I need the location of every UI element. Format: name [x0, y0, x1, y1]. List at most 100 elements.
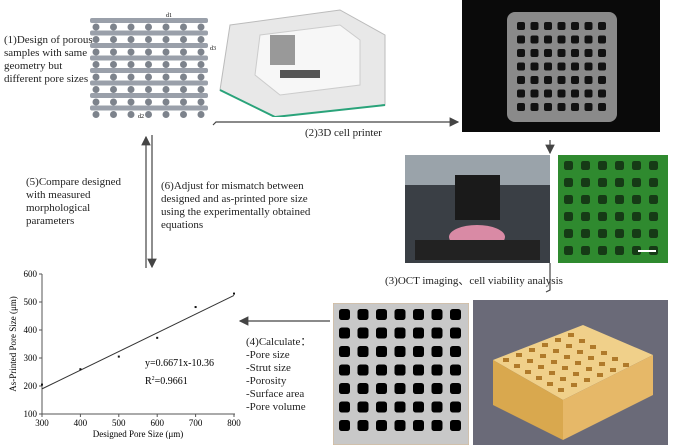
strut-end — [127, 61, 135, 68]
strut — [90, 93, 208, 98]
strut — [90, 68, 208, 73]
equation-label: y=0.6671x-10.36 — [145, 358, 214, 369]
pore — [601, 351, 607, 355]
fit-line — [41, 295, 235, 390]
pore — [564, 246, 573, 255]
r2-label: R2=0.9661 — [145, 376, 188, 387]
x-tick-label: 500 — [112, 418, 126, 428]
pore — [588, 356, 594, 360]
pore — [549, 371, 555, 375]
strut-end — [127, 48, 135, 56]
pore — [525, 370, 531, 374]
pore — [557, 62, 566, 71]
strut-end — [162, 61, 170, 68]
pore — [557, 35, 566, 44]
pore — [517, 35, 525, 44]
pore — [431, 364, 443, 376]
x-axis-title: Designed Pore Size (μm) — [93, 429, 184, 439]
pore — [598, 195, 607, 204]
pore — [540, 354, 546, 358]
pore — [536, 376, 542, 380]
y-tick-label: 200 — [24, 381, 38, 391]
pore — [376, 346, 387, 357]
y-tick-label: 500 — [24, 297, 38, 307]
arrow-oct-to-analysis — [545, 263, 551, 293]
pore — [530, 35, 539, 44]
d2-label: d2 — [138, 114, 144, 120]
strut-end — [180, 61, 187, 68]
pore — [598, 178, 607, 187]
printed-scaffold-photo — [462, 0, 660, 132]
strut-end — [110, 86, 117, 93]
x-tick-label: 800 — [227, 418, 241, 428]
pore — [516, 353, 522, 357]
pore — [357, 383, 369, 394]
pore — [530, 103, 539, 111]
pore — [649, 161, 658, 170]
pore — [413, 346, 424, 357]
pore — [450, 346, 461, 357]
strut-end — [197, 23, 205, 31]
pore — [564, 161, 573, 170]
pore — [413, 327, 424, 339]
pore — [557, 76, 566, 84]
pore — [413, 383, 424, 394]
pore — [514, 364, 520, 368]
strut-end — [110, 61, 117, 68]
pore — [357, 364, 369, 376]
pore — [584, 49, 593, 57]
pore — [598, 76, 606, 84]
y-tick-label: 400 — [24, 325, 38, 335]
pore — [544, 35, 552, 44]
pore — [557, 49, 566, 57]
pore — [575, 361, 581, 365]
strut — [90, 105, 208, 111]
pore — [431, 401, 443, 413]
pore — [544, 62, 552, 71]
pore — [413, 420, 424, 431]
strut — [90, 80, 208, 86]
pore — [431, 327, 443, 339]
data-point — [41, 383, 43, 386]
pore — [450, 327, 461, 339]
strut-end — [92, 48, 100, 56]
pore — [357, 401, 369, 413]
pore — [413, 309, 424, 320]
strut — [90, 30, 208, 36]
strut-end — [145, 111, 152, 118]
strut-end — [145, 86, 152, 93]
cell-viability-fluorescence-image — [558, 155, 668, 263]
pore — [339, 327, 350, 339]
strut-end — [197, 48, 205, 56]
x-tick-label: 700 — [189, 418, 203, 428]
strut — [90, 43, 208, 48]
pore — [590, 345, 596, 349]
pore — [547, 382, 553, 386]
3d-cell-printer-image — [219, 9, 386, 117]
strut-end — [92, 111, 100, 118]
pore — [530, 49, 539, 57]
pore — [581, 178, 590, 187]
pore — [557, 103, 566, 111]
strut-end — [180, 98, 187, 106]
strut-end — [127, 86, 135, 93]
pore — [450, 309, 461, 320]
oct-binarized-slice — [333, 303, 469, 445]
oct-3d-reconstruction — [473, 300, 668, 445]
pore — [544, 22, 552, 30]
pore — [339, 401, 350, 413]
strut-end — [110, 23, 117, 31]
pore — [394, 346, 406, 357]
pore — [597, 373, 603, 377]
strut-end — [162, 48, 170, 56]
pore — [584, 22, 593, 30]
strut-end — [180, 73, 187, 81]
strut-end — [145, 98, 152, 106]
pore — [529, 348, 535, 352]
pore — [610, 368, 616, 372]
strut-end — [197, 111, 205, 118]
pore — [566, 344, 572, 348]
strut-end — [127, 23, 135, 31]
pore — [376, 383, 387, 394]
